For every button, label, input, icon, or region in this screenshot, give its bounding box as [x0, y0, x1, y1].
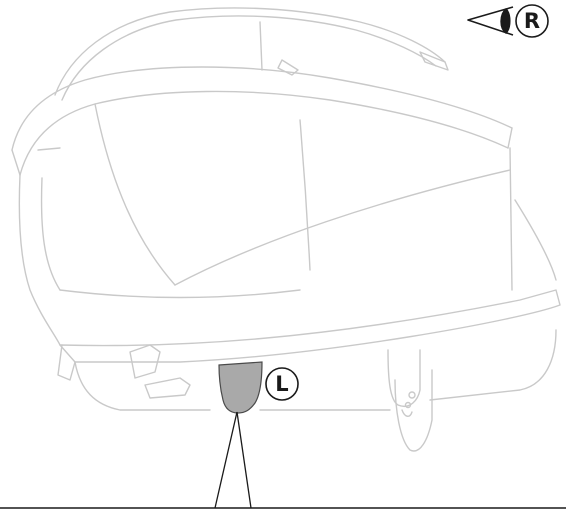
view-indicator: R: [467, 4, 549, 38]
part-side-badge: L: [265, 367, 299, 401]
trailer-body: [11, 7, 561, 452]
highlighted-part: [218, 361, 263, 414]
view-side-label: R: [524, 9, 540, 33]
leader-lines: [214, 411, 252, 509]
part-side-label: L: [275, 372, 288, 396]
eye-view-icon: [467, 6, 514, 36]
